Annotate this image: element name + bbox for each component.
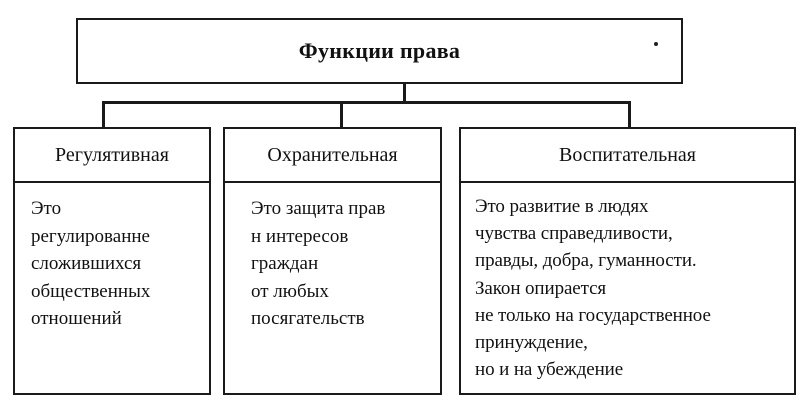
function-name: Воспитательная	[559, 144, 696, 166]
description-line: посягательств	[251, 308, 365, 329]
description-line: регулированне	[31, 225, 150, 247]
function-header-regulative: Регулятивная	[13, 127, 211, 184]
description-line: от любых	[251, 280, 329, 302]
description-line: Это	[31, 198, 62, 219]
connector-horizontal	[102, 101, 631, 104]
description-line: Закон опирается	[475, 277, 607, 299]
connector-middle	[340, 101, 343, 128]
description-line: Это защита прав	[251, 198, 386, 219]
function-description-educational: Это развитие в людях чувства справедливо…	[459, 181, 796, 395]
connector-vertical-main	[403, 84, 406, 103]
connector-left	[102, 101, 105, 128]
description-line: чувства справедливости,	[475, 223, 673, 245]
description-line: сложившихся	[31, 253, 142, 274]
diagram-title: Функции права	[298, 38, 461, 63]
description-line: но и на убеждение	[475, 359, 624, 381]
title-box: Функции права	[76, 18, 683, 84]
print-speck	[654, 42, 658, 46]
description-line: н интересов	[251, 225, 349, 247]
description-line: отношений	[31, 308, 122, 329]
function-header-protective: Охранительная	[223, 127, 442, 184]
description-line: граждан	[251, 253, 319, 274]
description-line: правды, добра, гуманности.	[475, 250, 697, 272]
description-line: общественных	[31, 280, 151, 302]
function-description-regulative: Это регулированне сложившихся общественн…	[13, 181, 211, 395]
function-name: Регулятивная	[55, 144, 169, 166]
function-description-protective: Это защита прав н интересов граждан от л…	[223, 181, 442, 395]
description-line: принуждение,	[475, 332, 588, 354]
connector-right	[628, 101, 631, 128]
function-name: Охранительная	[267, 144, 398, 166]
description-line: не только на государственное	[475, 304, 711, 326]
function-header-educational: Воспитательная	[459, 127, 796, 184]
description-line: Это развитие в людях	[475, 196, 649, 217]
